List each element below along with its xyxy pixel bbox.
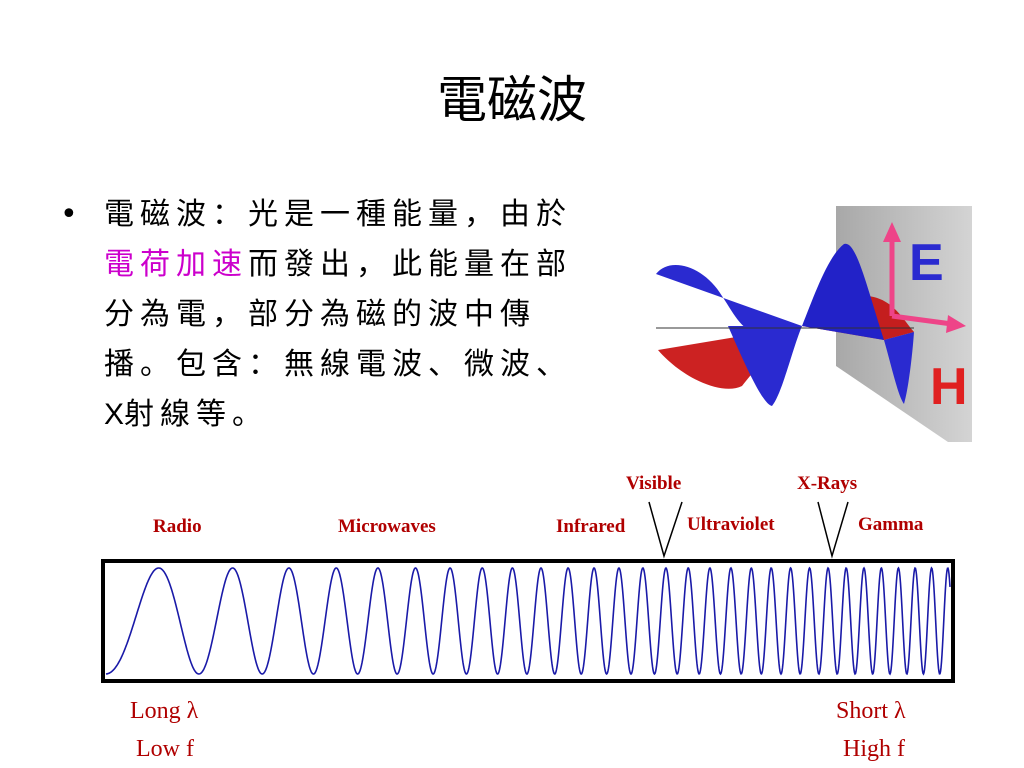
- long-wavelength-label: Long λ: [130, 698, 199, 724]
- bullet-text-part3: 射線等。: [124, 397, 269, 432]
- electric-wave-lobe: [728, 326, 802, 406]
- band-label-radio: Radio: [153, 516, 202, 537]
- band-label-gamma: Gamma: [858, 514, 924, 535]
- bullet-point: • 電磁波：光是一種能量，由於電荷加速而發出，此能量在部分為電，部分為磁的波中傳…: [60, 190, 580, 440]
- band-label-visible: Visible: [626, 473, 682, 494]
- spectrum-diagram: [101, 501, 955, 683]
- spectrum-wave: [105, 566, 951, 676]
- electric-wave-lobe: [802, 243, 884, 340]
- band-label-infrared: Infrared: [556, 516, 626, 537]
- bullet-text-x: X: [104, 398, 125, 431]
- short-wavelength-label: Short λ: [836, 698, 906, 724]
- e-field-label: E: [909, 234, 944, 292]
- e-arrowhead-icon: [883, 222, 901, 242]
- band-label-ultraviolet: Ultraviolet: [687, 514, 775, 535]
- high-frequency-label: High f: [843, 736, 905, 762]
- em-wave-illustration: E H: [656, 206, 972, 442]
- bullet-text: 電磁波：光是一種能量，由於電荷加速而發出，此能量在部分為電，部分為磁的波中傳播。…: [104, 190, 574, 440]
- low-frequency-label: Low f: [136, 736, 194, 762]
- band-label-xrays: X-Rays: [797, 473, 858, 494]
- h-arrowhead-icon: [946, 315, 966, 333]
- bullet-text-part2: 而發出，此能量在部分為電，部分為磁的波中傳播。包含：無線電波、微波、: [104, 247, 572, 382]
- bullet-dot-icon: •: [60, 197, 78, 232]
- h-arrow-icon: [891, 313, 953, 327]
- electric-wave-lobe: [884, 332, 914, 404]
- xray-pointer-icon: [817, 501, 849, 559]
- visible-pointer-icon: [648, 501, 683, 559]
- h-field-label: H: [930, 358, 968, 416]
- band-label-microwaves: Microwaves: [338, 516, 436, 537]
- electric-wave-lobe: [656, 265, 802, 335]
- bullet-text-part1: 電磁波：光是一種能量，由於: [104, 197, 572, 232]
- slide-title: 電磁波: [437, 71, 587, 129]
- highlight-accelerating-charge: 電荷加速: [104, 247, 248, 282]
